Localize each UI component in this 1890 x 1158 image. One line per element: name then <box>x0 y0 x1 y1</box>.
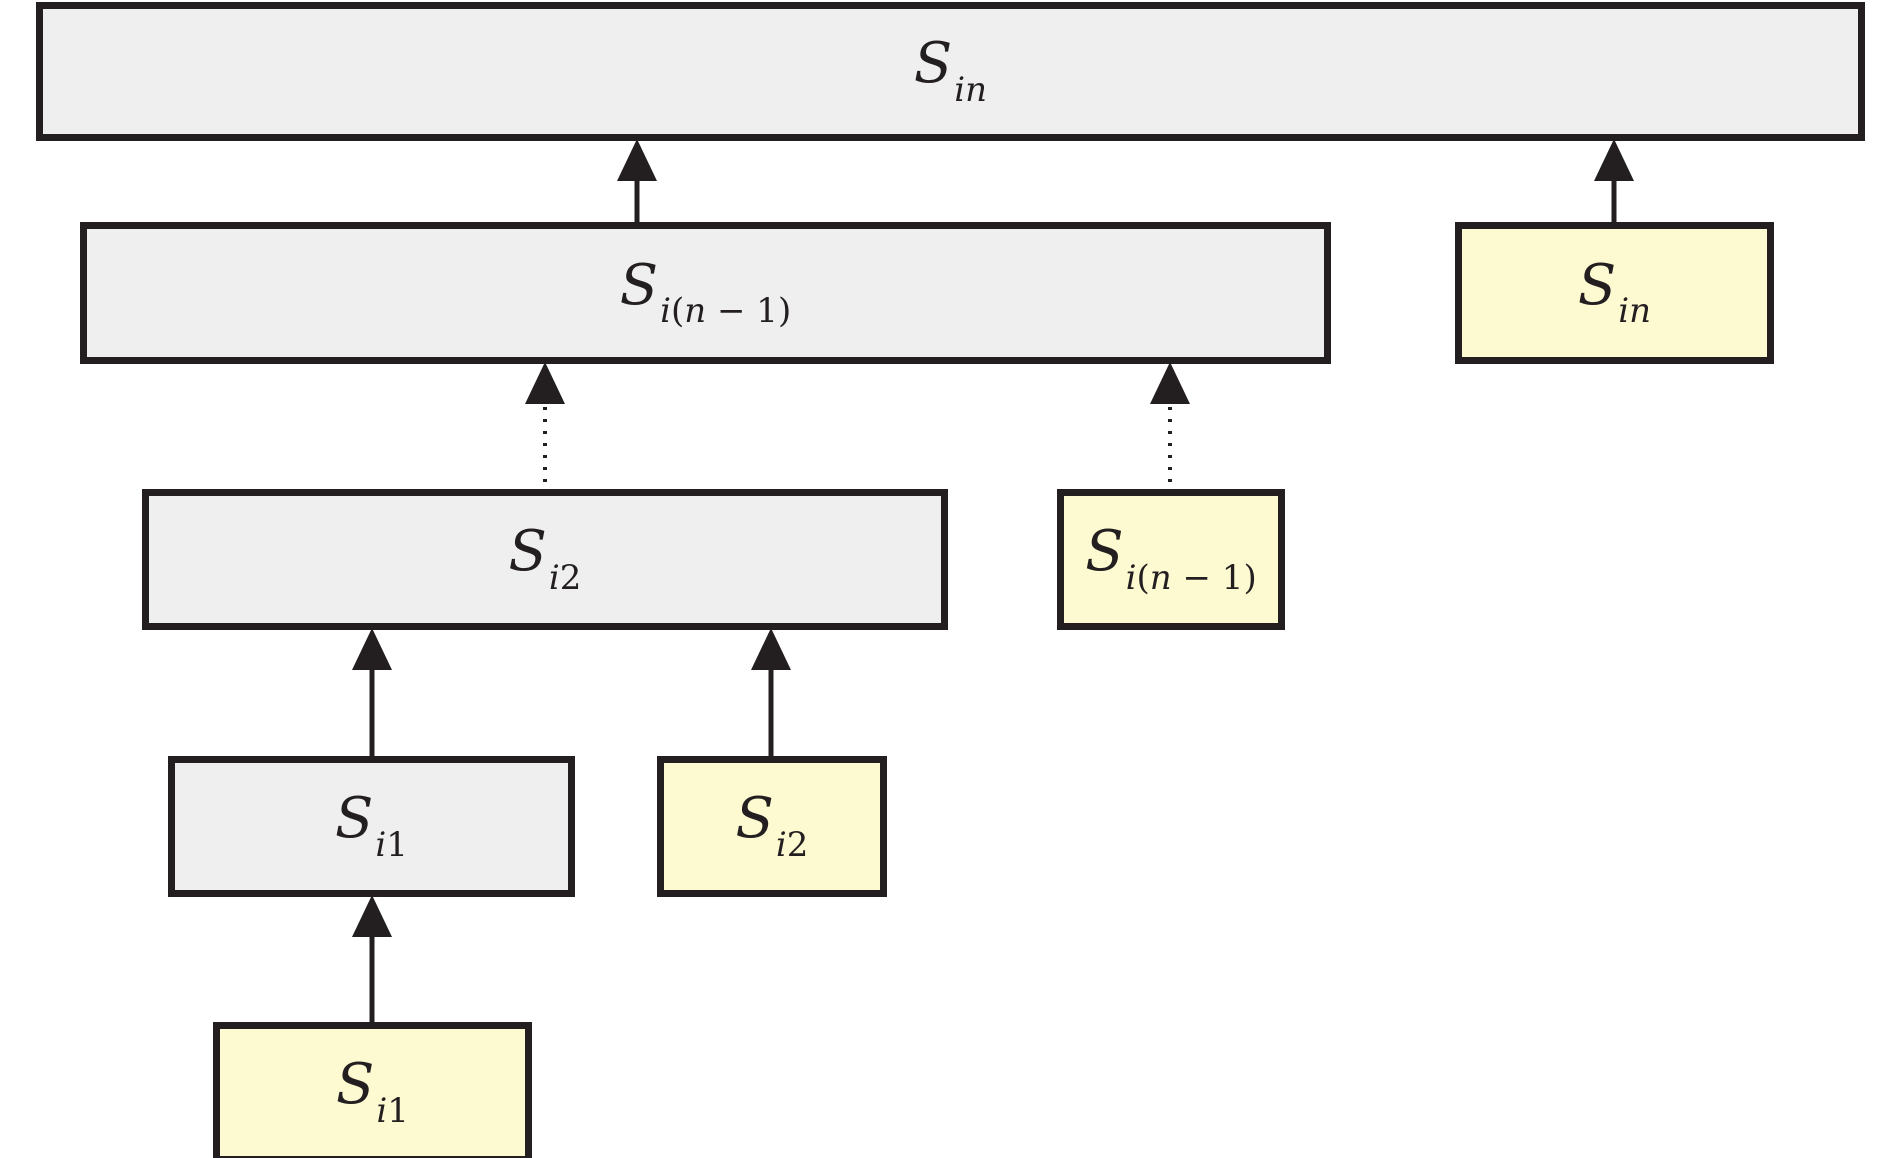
node-aggregate-si1: Si1 <box>168 756 575 897</box>
node-label: Si2 <box>736 791 809 862</box>
label-subscript: i2 <box>549 561 582 595</box>
label-subscript: i1 <box>375 828 408 862</box>
arrow-inp-1-to-agg-1 <box>352 895 392 1022</box>
label-subscript: in <box>1618 294 1651 328</box>
subscript-part: n <box>1629 291 1652 332</box>
label-base: S <box>913 31 953 97</box>
subscript-part: i <box>660 291 672 332</box>
subscript-part: i <box>1618 291 1630 332</box>
node-input-si2: Si2 <box>657 756 887 897</box>
subscript-part: ( <box>1136 557 1150 598</box>
node-aggregate-si-n-minus-1: Si(n − 1) <box>80 222 1331 364</box>
subscript-part: 1 <box>387 1090 409 1131</box>
label-base: S <box>336 1052 375 1118</box>
node-label: Si(n − 1) <box>620 257 791 328</box>
node-label: Sin <box>1578 257 1651 328</box>
subscript-part: i <box>375 824 387 865</box>
subscript-part: i <box>548 557 560 598</box>
node-label: Si1 <box>336 1057 409 1128</box>
node-label: Si1 <box>335 791 408 862</box>
arrow-inp-n-to-agg-n <box>1594 139 1634 222</box>
subscript-part: 1 <box>386 824 408 865</box>
arrow-inp-2-to-agg-2 <box>751 628 791 756</box>
subscript-part: n <box>684 291 707 332</box>
subscript-part: 2 <box>559 557 582 598</box>
label-base: S <box>619 252 659 318</box>
label-subscript: i(n − 1) <box>660 294 791 328</box>
label-base: S <box>1577 252 1617 318</box>
node-input-si-n-minus-1: Si(n − 1) <box>1057 489 1285 630</box>
arrowhead <box>1150 362 1190 404</box>
label-base: S <box>1085 519 1124 585</box>
label-base: S <box>508 519 547 585</box>
node-input-si1: Si1 <box>213 1022 532 1158</box>
label-subscript: i(n − 1) <box>1126 561 1257 595</box>
node-label: Si(n − 1) <box>1085 524 1256 595</box>
node-label: Si2 <box>509 524 582 595</box>
subscript-part: i <box>1125 557 1137 598</box>
label-base: S <box>735 786 774 852</box>
label-base: S <box>335 786 374 852</box>
arrow-agg-1-to-agg-2 <box>352 628 392 756</box>
arrowhead <box>1594 139 1634 181</box>
subscript-part: n <box>1149 557 1172 598</box>
node-aggregate-sin: Sin <box>36 2 1865 141</box>
subscript-part: n <box>965 69 988 110</box>
arrowhead <box>352 895 392 937</box>
label-subscript: i1 <box>376 1094 409 1128</box>
subscript-part: ( <box>671 291 685 332</box>
subscript-part: 2 <box>786 824 809 865</box>
arrowhead <box>525 362 565 404</box>
subscript-part: − 1) <box>1171 557 1257 598</box>
label-subscript: i2 <box>776 828 809 862</box>
node-input-sin: Sin <box>1455 222 1774 364</box>
subscript-part: i <box>954 69 966 110</box>
label-subscript: in <box>954 73 987 107</box>
subscript-part: i <box>775 824 787 865</box>
arrowhead <box>617 139 657 181</box>
arrow-agg-n1-to-agg-n <box>617 139 657 222</box>
subscript-part: − 1) <box>706 291 792 332</box>
node-label: Sin <box>914 36 987 107</box>
arrowhead <box>751 628 791 670</box>
arrow-agg-2-to-agg-n1 <box>525 362 565 482</box>
node-aggregate-si2: Si2 <box>142 489 948 630</box>
subscript-part: i <box>376 1090 388 1131</box>
arrow-inp-n1-to-agg-n1 <box>1150 362 1190 482</box>
arrowhead <box>352 628 392 670</box>
